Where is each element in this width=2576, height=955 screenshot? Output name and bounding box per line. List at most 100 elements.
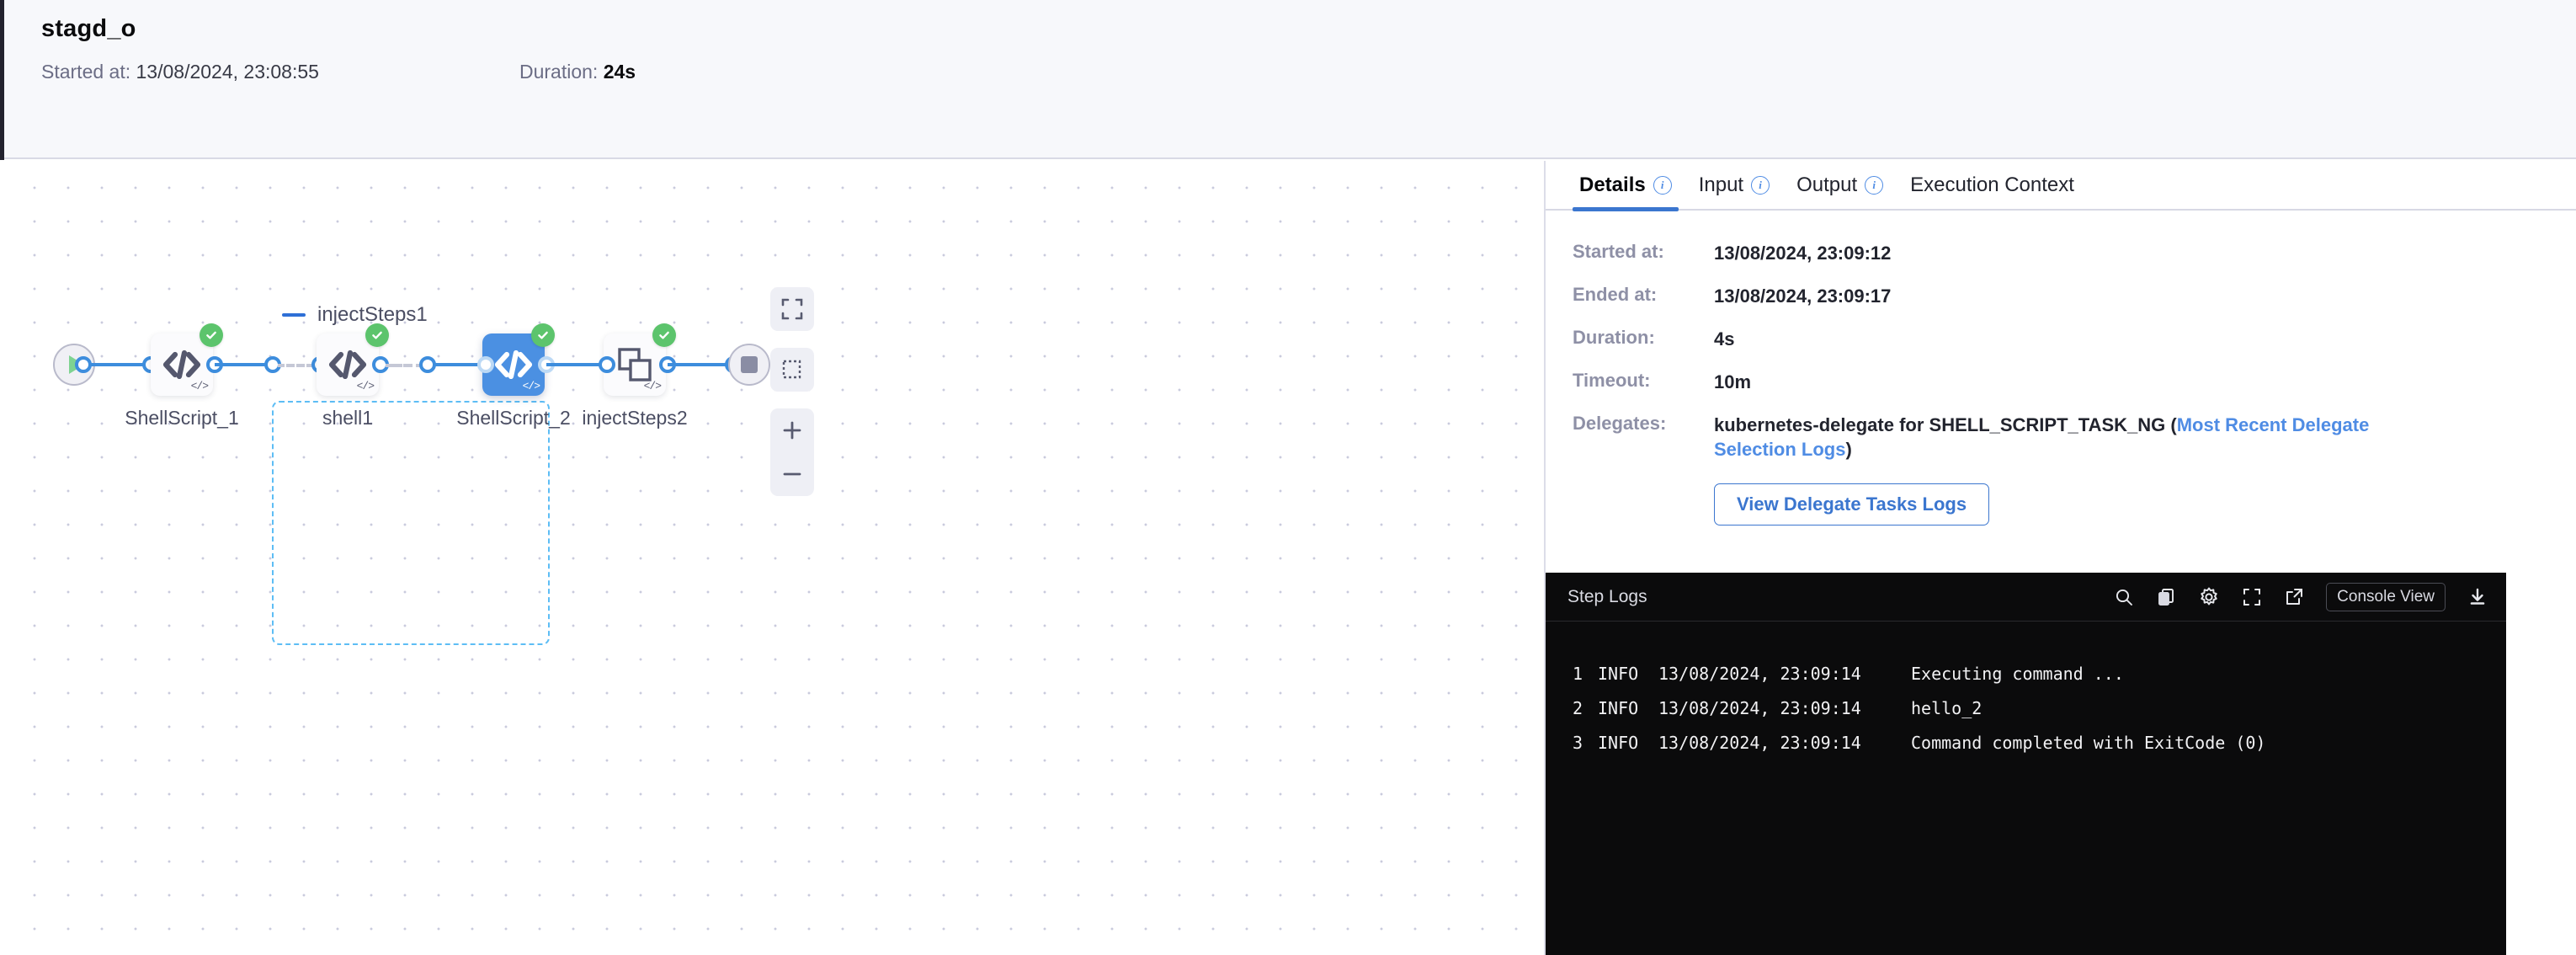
zoom-in-icon <box>783 421 801 440</box>
console-toolbar-icons: Console View <box>2114 582 2488 611</box>
node-type-corner-icon: </> <box>356 380 375 392</box>
page-title: stagd_o <box>41 15 136 42</box>
node-label-shellscript-2: ShellScript_2 <box>456 407 571 429</box>
detail-value-ended-at: 13/08/2024, 23:09:17 <box>1714 285 1892 307</box>
console-title: Step Logs <box>1567 586 1647 606</box>
detail-label-started-at: Started at: <box>1573 241 1664 262</box>
detail-value-delegates: kubernetes-delegate for SHELL_SCRIPT_TAS… <box>1714 413 2371 461</box>
status-badge-success <box>652 323 676 347</box>
node-shell1[interactable]: </> <box>317 323 389 396</box>
tab-execution-context-label: Execution Context <box>1910 173 2074 196</box>
fit-screen-icon <box>781 298 803 320</box>
detail-tabs: Details i Input i Output i Execution Con… <box>1546 161 2576 211</box>
group-header-injectsteps1[interactable]: injectSteps1 <box>282 303 428 327</box>
wire-dashed-1 <box>278 364 315 367</box>
fit-to-screen-button[interactable] <box>770 287 814 331</box>
started-at-value: 13/08/2024, 23:08:55 <box>136 61 319 83</box>
detail-label-timeout: Timeout: <box>1573 370 1651 392</box>
detail-label-ended-at: Ended at: <box>1573 284 1658 306</box>
status-badge-success <box>365 323 389 347</box>
log-level: INFO <box>1598 733 1639 753</box>
node-type-corner-icon: </> <box>522 380 540 392</box>
collapse-group-icon[interactable] <box>282 313 306 317</box>
log-lines[interactable]: 1 INFO 13/08/2024, 23:09:14 Executing co… <box>1546 622 2506 751</box>
code-icon <box>328 350 367 379</box>
tab-input-label: Input <box>1698 173 1744 196</box>
console-view-button[interactable]: Console View <box>2326 582 2446 611</box>
step-group-injectsteps1[interactable] <box>272 401 550 645</box>
status-badge-success <box>200 323 223 347</box>
stop-icon <box>741 356 758 373</box>
console-toolbar: Step Logs <box>1546 573 2506 622</box>
expand-icon[interactable] <box>2242 587 2262 607</box>
wire-1 <box>80 363 161 366</box>
log-message: hello_2 <box>1911 698 1983 718</box>
view-delegate-tasks-logs-button[interactable]: View Delegate Tasks Logs <box>1714 483 1990 526</box>
tab-execution-context[interactable]: Execution Context <box>1897 160 2088 210</box>
detail-row-started-at: Started at: 13/08/2024, 23:09:12 <box>1546 241 2576 265</box>
delegates-text: kubernetes-delegate for SHELL_SCRIPT_TAS… <box>1714 414 2177 436</box>
started-at-summary: Started at: 13/08/2024, 23:08:55 <box>41 61 319 83</box>
pipeline-canvas[interactable]: </> ShellScript_1 injectSteps1 <box>4 161 1544 955</box>
node-type-corner-icon: </> <box>643 380 662 392</box>
log-timestamp: 13/08/2024, 23:09:14 <box>1658 698 1861 718</box>
search-icon[interactable] <box>2114 587 2134 607</box>
log-message: Command completed with ExitCode (0) <box>1911 733 2266 753</box>
tab-output-label: Output <box>1796 173 1858 196</box>
step-detail-panel: Details i Input i Output i Execution Con… <box>1544 161 2576 955</box>
log-message: Executing command ... <box>1911 664 2124 684</box>
external-link-icon[interactable] <box>2284 587 2304 607</box>
wire-4 <box>546 363 605 366</box>
log-level: INFO <box>1598 698 1639 718</box>
pipeline-end-node[interactable] <box>728 344 770 386</box>
wire-5 <box>668 363 728 366</box>
check-icon <box>659 331 669 339</box>
duration-label: Duration: <box>519 61 599 83</box>
copy-icon[interactable] <box>2156 587 2176 607</box>
node-label-injectsteps2: injectSteps2 <box>582 407 688 429</box>
page-header: stagd_o Started at: 13/08/2024, 23:08:55… <box>4 0 2576 159</box>
delegate-selection-logs-link[interactable]: Most Recent Delegate Selection Logs <box>1714 414 2370 461</box>
left-edge-strip <box>0 0 4 160</box>
status-badge-success <box>531 323 555 347</box>
selection-box-button[interactable] <box>770 348 814 392</box>
detail-value-timeout: 10m <box>1714 371 1752 393</box>
detail-value-duration: 4s <box>1714 328 1735 350</box>
download-icon[interactable] <box>2467 587 2488 607</box>
duration-summary: Duration: 24s <box>519 61 636 83</box>
duration-value: 24s <box>603 61 636 83</box>
wire-3 <box>433 363 487 366</box>
group-title-injectsteps1: injectSteps1 <box>317 303 428 326</box>
log-timestamp: 13/08/2024, 23:09:14 <box>1658 664 1861 684</box>
log-line: 1 INFO 13/08/2024, 23:09:14 Executing co… <box>1546 665 2506 682</box>
copy-squares-icon <box>618 348 652 381</box>
tab-details[interactable]: Details i <box>1566 160 1685 211</box>
info-icon[interactable]: i <box>1865 175 1884 195</box>
started-at-label: Started at: <box>41 61 131 83</box>
node-shellscript-2[interactable]: </> <box>482 323 555 396</box>
zoom-in-button[interactable] <box>770 408 814 452</box>
node-label-shellscript-1: ShellScript_1 <box>125 407 239 429</box>
tab-output[interactable]: Output i <box>1783 160 1897 210</box>
node-type-corner-icon: </> <box>190 380 209 392</box>
wire-2 <box>215 363 270 366</box>
info-icon[interactable]: i <box>1653 175 1672 195</box>
zoom-out-icon <box>783 472 801 476</box>
selection-box-icon <box>782 360 801 379</box>
tab-input[interactable]: Input i <box>1685 160 1783 210</box>
tab-details-label: Details <box>1579 173 1646 196</box>
log-timestamp: 13/08/2024, 23:09:14 <box>1658 733 1861 753</box>
log-line-number: 1 <box>1572 664 1583 684</box>
gear-icon[interactable] <box>2198 586 2220 608</box>
code-icon <box>162 350 201 379</box>
zoom-out-button[interactable] <box>770 452 814 496</box>
info-icon[interactable]: i <box>1751 175 1770 195</box>
log-level: INFO <box>1598 664 1639 684</box>
detail-row-duration: Duration: 4s <box>1546 327 2576 351</box>
node-label-shell1: shell1 <box>322 407 374 429</box>
log-line-number: 2 <box>1572 698 1583 718</box>
node-shellscript-1[interactable]: </> <box>151 323 223 396</box>
wire-dashed-2 <box>386 364 423 367</box>
zoom-controls[interactable] <box>770 408 814 496</box>
